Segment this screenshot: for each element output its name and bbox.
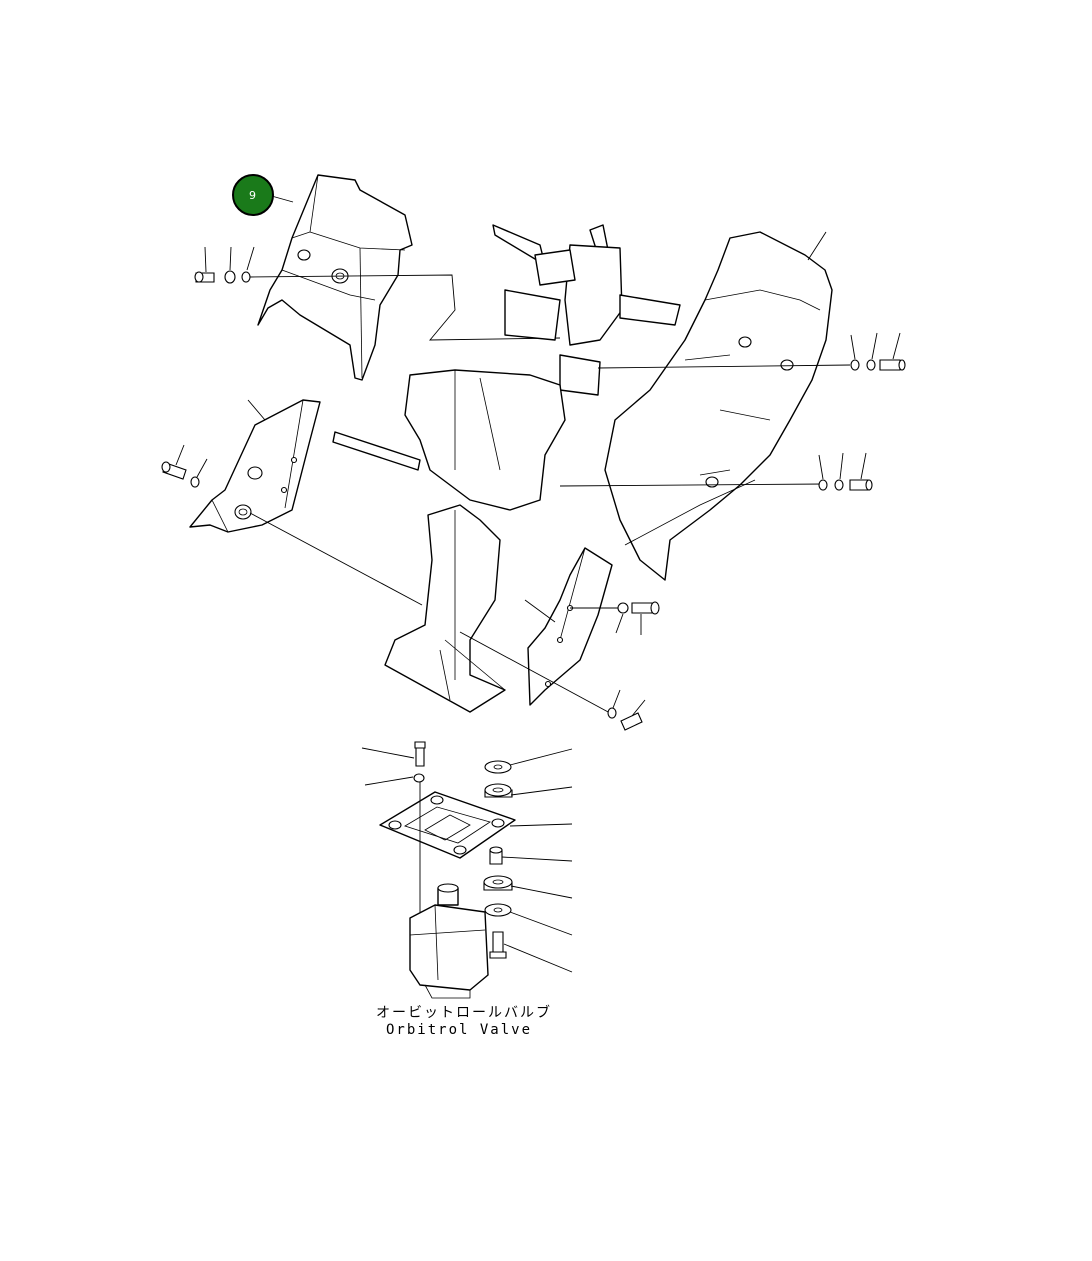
lower-bracket-hardware[interactable] [607,601,660,731]
right-cover-hardware-lower[interactable] [818,452,873,491]
right-column-cover[interactable] [559,231,851,581]
callout-number: 9 [249,189,256,202]
left-bracket-hardware[interactable] [161,444,208,488]
lower-bracket[interactable] [459,547,618,714]
upper-cover-hardware[interactable] [194,246,561,341]
caption-japanese: オービットロールバルブ [376,1004,552,1021]
right-cover-hardware-upper[interactable] [850,332,906,371]
left-side-bracket[interactable] [189,399,423,606]
valve-mount-hardware[interactable] [361,741,573,985]
orbitrol-valve[interactable] [409,883,489,999]
callout-badge-9[interactable]: 9 [232,174,274,216]
caption-english: Orbitrol Valve [386,1022,532,1038]
upper-column-cover[interactable] [257,174,413,381]
steering-column[interactable] [332,224,681,713]
valve-mount-plate[interactable] [379,791,573,859]
